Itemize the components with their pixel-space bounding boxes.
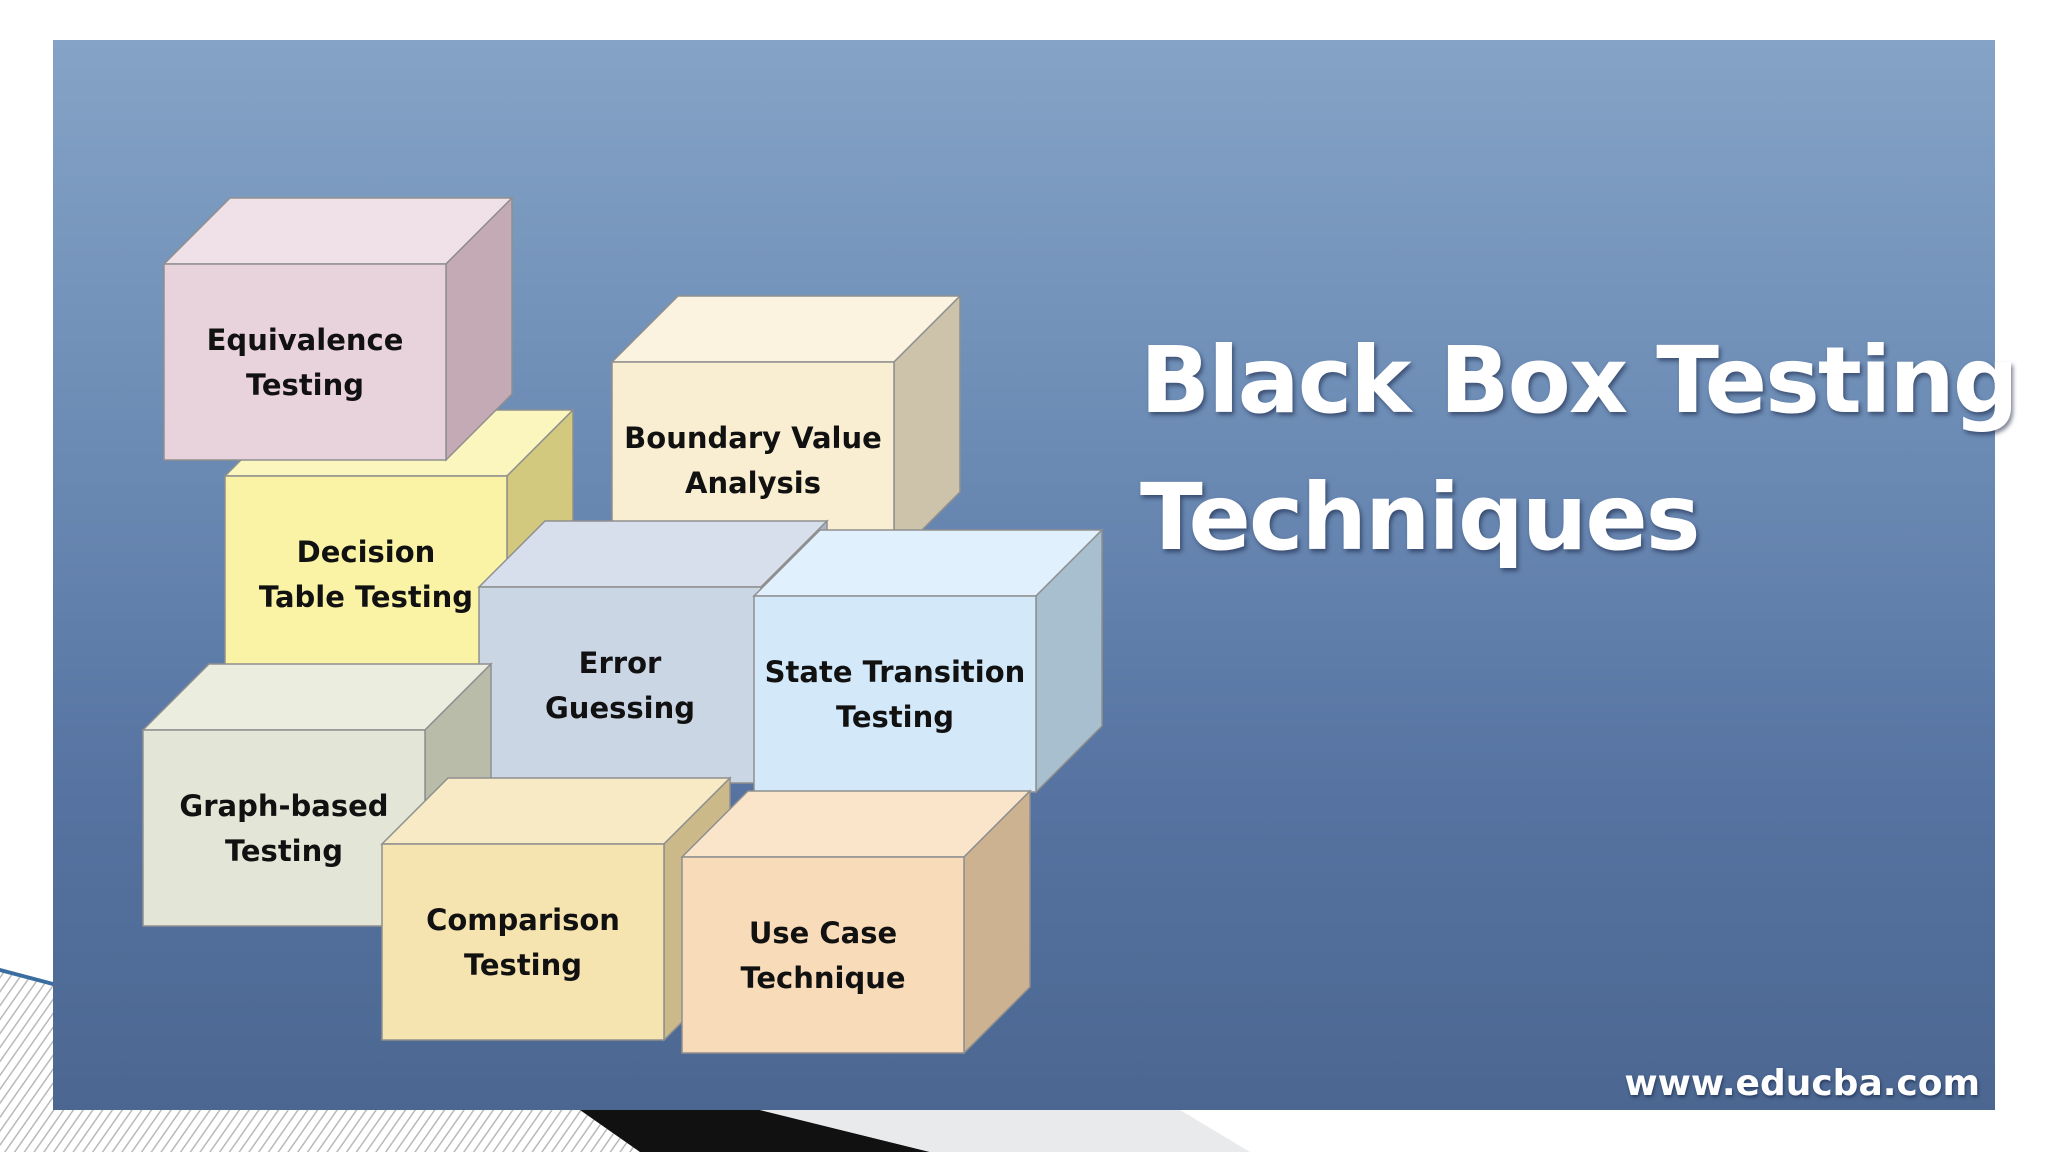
cube-label-line: Graph-based (179, 789, 388, 823)
cube-label-line: Technique (740, 961, 905, 995)
cube-label-line: Equivalence (207, 323, 404, 357)
cube-label-line: Analysis (685, 466, 821, 500)
cube-front-face (478, 586, 762, 784)
cube-front-face (163, 263, 447, 461)
cube-label-line: Testing (836, 700, 954, 734)
cube-label-line: Error (579, 646, 662, 680)
cube-label-line: Boundary Value (624, 421, 882, 455)
cube-label-line: Use Case (749, 916, 897, 950)
cube-label-line: Comparison (426, 903, 620, 937)
cube-label-line: Testing (246, 368, 364, 402)
slide-title: Black Box Testing Techniques (1140, 312, 2019, 586)
cube-label-line: Decision (297, 535, 436, 569)
title-line-1: Black Box Testing (1140, 327, 2019, 434)
cube-label-line: Testing (225, 834, 343, 868)
cube-label-line: State Transition (765, 655, 1026, 689)
cube-front-face (224, 475, 508, 673)
cube-label-line: Testing (464, 948, 582, 982)
website-url: www.educba.com (1624, 1063, 1980, 1104)
cube-label-line: Table Testing (259, 580, 473, 614)
cube-front-face (381, 843, 665, 1041)
cube-label-line: Guessing (545, 691, 695, 725)
cube-front-face (753, 595, 1037, 793)
cube-front-face (681, 856, 965, 1054)
title-line-2: Techniques (1140, 464, 1701, 571)
